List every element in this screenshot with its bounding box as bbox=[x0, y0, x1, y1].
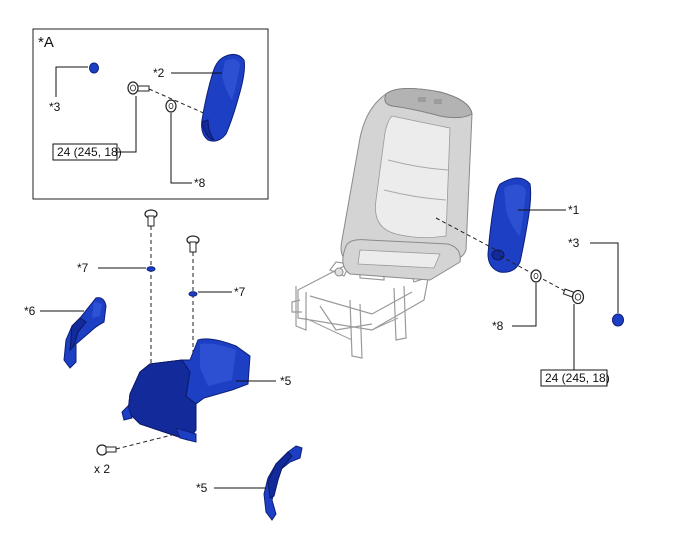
cover-left-callout: *6 bbox=[24, 304, 36, 318]
bolt-right-top bbox=[186, 235, 200, 253]
inset-washer-callout: *8 bbox=[194, 176, 206, 190]
armrest bbox=[487, 177, 532, 273]
inset-detail-a: *A *3 24 (245, 18) *8 *2 bbox=[32, 28, 269, 200]
clip-right-callout: *7 bbox=[234, 285, 246, 299]
armrest-bolt bbox=[562, 288, 585, 305]
seat-back bbox=[340, 88, 473, 263]
armrest-callout: *1 bbox=[568, 203, 580, 217]
washer bbox=[530, 269, 542, 283]
inset-label: *A bbox=[38, 34, 54, 51]
seat-cushion bbox=[342, 239, 461, 281]
clip-right bbox=[188, 291, 198, 297]
seat-assembly bbox=[291, 88, 473, 359]
inset-washer bbox=[165, 99, 177, 113]
inset-bolt bbox=[127, 81, 150, 95]
cover-small bbox=[263, 445, 303, 521]
inset-cap-callout: *3 bbox=[49, 100, 61, 114]
washer-callout: *8 bbox=[492, 319, 504, 333]
clip-left bbox=[146, 266, 156, 272]
quantity-label: x 2 bbox=[94, 462, 110, 476]
clip-left-callout: *7 bbox=[77, 261, 89, 275]
torque-spec: 24 (245, 18) bbox=[545, 371, 610, 385]
inset-torque-spec: 24 (245, 18) bbox=[57, 145, 122, 159]
bolt-bottom bbox=[96, 444, 117, 456]
cover-small-callout: *5 bbox=[196, 481, 208, 495]
cap bbox=[612, 313, 624, 327]
inset-cap bbox=[89, 62, 99, 74]
inset-armrest-callout: *2 bbox=[153, 66, 165, 80]
cover-main-callout: *5 bbox=[280, 374, 292, 388]
cap-callout: *3 bbox=[568, 236, 580, 250]
inset-armrest bbox=[201, 54, 245, 142]
cover-main bbox=[121, 338, 251, 443]
cover-left bbox=[63, 297, 107, 369]
bolt-left-top bbox=[144, 209, 158, 227]
